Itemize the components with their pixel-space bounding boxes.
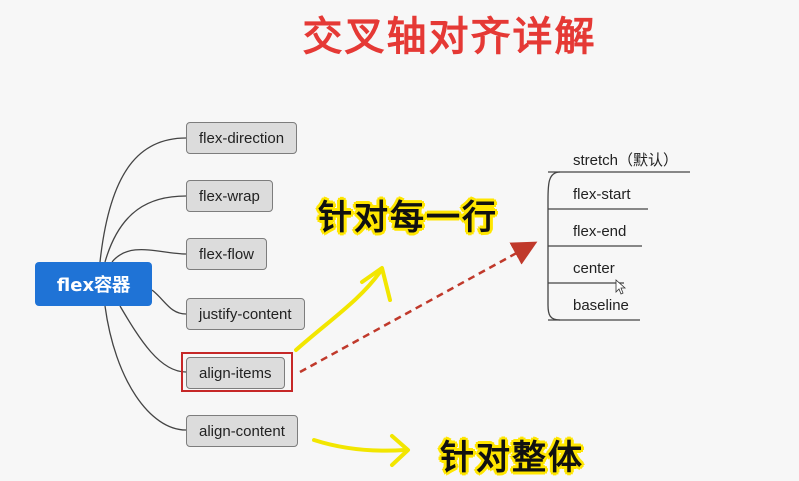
annotation-per-line: 针对每一行 (318, 198, 498, 238)
node-flex-direction[interactable]: flex-direction (186, 122, 298, 154)
branch-line (104, 305, 187, 431)
branch-line (104, 195, 187, 263)
node-align-content[interactable]: align-content (186, 415, 298, 447)
yellow-arrowhead-right (390, 434, 410, 467)
yellow-arrowhead-up (360, 266, 392, 302)
branch-line (99, 137, 187, 263)
branch-line (111, 249, 187, 263)
node-align-items[interactable]: align-items (186, 357, 285, 389)
leaf-flex-end[interactable]: flex-end (573, 223, 627, 240)
leaf-bracket (547, 171, 561, 321)
leaf-baseline[interactable]: baseline (573, 297, 629, 314)
branch-line (151, 289, 187, 315)
mouse-cursor-icon (615, 279, 627, 295)
yellow-arrow-right (312, 438, 407, 453)
node-flex-flow[interactable]: flex-flow (186, 238, 268, 270)
leaf-center[interactable]: center (573, 260, 615, 277)
branch-line (119, 305, 187, 373)
node-flex-wrap[interactable]: flex-wrap (186, 180, 273, 212)
leaf-stretch[interactable]: stretch（默认） (573, 152, 679, 169)
dashed-red-arrow (299, 241, 538, 374)
leaf-flex-start[interactable]: flex-start (573, 186, 631, 203)
annotation-whole: 针对整体 (440, 438, 584, 478)
root-node[interactable]: flex容器 (35, 262, 152, 306)
highlight-box (181, 352, 293, 392)
yellow-arrow-up (294, 270, 382, 352)
node-justify-content[interactable]: justify-content (186, 298, 305, 330)
page-title: 交叉轴对齐详解 (302, 14, 597, 60)
